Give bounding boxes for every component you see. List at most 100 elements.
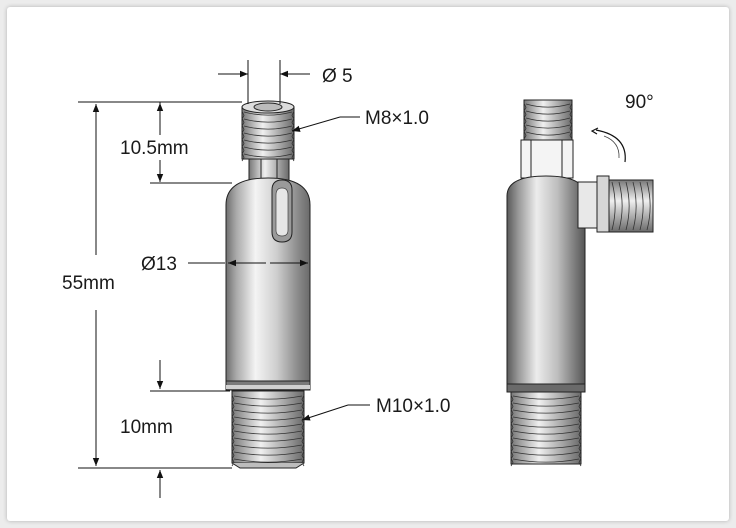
total-length-label: 55mm — [62, 273, 115, 294]
thread-ridge — [233, 409, 303, 414]
thread-tooth — [578, 436, 582, 446]
thread-tooth — [569, 123, 573, 133]
thread-ridge — [233, 430, 303, 435]
thread-ridge — [512, 402, 580, 407]
thread-ridge — [512, 423, 580, 428]
thread-tooth — [231, 415, 235, 425]
thread-tooth — [301, 401, 305, 411]
thread-ridge — [525, 124, 571, 129]
thread-ridge — [512, 430, 580, 435]
thread-tooth — [569, 109, 573, 119]
thread-tooth — [291, 110, 295, 120]
thread-tooth — [510, 415, 514, 425]
main-cylinder — [225, 177, 311, 391]
thread-tooth — [510, 394, 514, 404]
thread-tooth — [510, 429, 514, 439]
thread-tooth — [301, 436, 305, 446]
thread-tooth — [291, 152, 295, 162]
thread-tooth — [578, 408, 582, 418]
thread-tooth — [241, 145, 245, 155]
thread-tooth — [569, 116, 573, 126]
thread-ridge — [512, 451, 580, 456]
thread-ridge — [525, 110, 571, 115]
thread-ridge — [233, 395, 303, 400]
thread-tooth — [231, 436, 235, 446]
side-view-part — [506, 99, 654, 467]
thread-ridge — [646, 181, 651, 231]
body-diameter-label: Ø13 — [141, 254, 177, 275]
thread-ridge — [233, 451, 303, 456]
thread-tooth — [301, 422, 305, 432]
thread-ridge — [233, 402, 303, 407]
bottom-thread-length-label: 10mm — [120, 417, 173, 438]
bore-diameter-label: Ø 5 — [322, 66, 353, 87]
thread-ridge — [512, 416, 580, 421]
thread-tooth — [569, 130, 573, 140]
thread-tooth — [523, 123, 527, 133]
thread-ridge — [233, 444, 303, 449]
thread-ridge — [512, 409, 580, 414]
thread-tooth — [578, 450, 582, 460]
thread-tooth — [523, 109, 527, 119]
thread-tooth — [291, 138, 295, 148]
thread-tooth — [241, 138, 245, 148]
thread-ridge — [611, 181, 616, 231]
thread-tooth — [231, 443, 235, 453]
thread-ridge — [243, 139, 293, 144]
thread-tooth — [231, 401, 235, 411]
thread-ridge — [512, 458, 580, 463]
thread-tooth — [569, 102, 573, 112]
thread-tooth — [523, 116, 527, 126]
thread-tooth — [301, 457, 305, 467]
thread-ridge — [632, 181, 637, 231]
thread-tooth — [578, 401, 582, 411]
thread-tooth — [241, 124, 245, 134]
thread-tooth — [578, 457, 582, 467]
thread-tooth — [578, 394, 582, 404]
thread-ridge — [233, 416, 303, 421]
thread-ridge — [512, 395, 580, 400]
thread-tooth — [510, 436, 514, 446]
top-thread-length-label: 10.5mm — [120, 138, 189, 159]
thread-ridge — [243, 125, 293, 130]
thread-tooth — [231, 408, 235, 418]
thread-tooth — [578, 443, 582, 453]
thread-tooth — [231, 394, 235, 404]
bottom-thread-label: M10×1.0 — [376, 396, 450, 417]
thread-ridge — [618, 181, 623, 231]
thread-ridge — [512, 437, 580, 442]
thread-tooth — [231, 429, 235, 439]
thread-tooth — [510, 401, 514, 411]
thread-ridge — [525, 103, 571, 108]
thread-ridge — [243, 153, 293, 158]
thread-tooth — [231, 450, 235, 460]
thread-tooth — [241, 152, 245, 162]
thread-tooth — [291, 131, 295, 141]
thread-ridge — [243, 146, 293, 151]
thread-tooth — [291, 145, 295, 155]
top-thread-label: M8×1.0 — [365, 108, 429, 129]
rotation-arrow-icon — [590, 127, 626, 163]
front-view-part — [225, 100, 311, 469]
thread-ridge — [625, 181, 630, 231]
thread-ridge — [512, 444, 580, 449]
top-thread-body — [241, 100, 295, 190]
thread-tooth — [523, 102, 527, 112]
thread-tooth — [301, 450, 305, 460]
thread-tooth — [241, 131, 245, 141]
thread-tooth — [231, 457, 235, 467]
thread-ridge — [233, 458, 303, 463]
thread-tooth — [510, 408, 514, 418]
thread-ridge — [639, 181, 644, 231]
thread-tooth — [578, 422, 582, 432]
rotation-angle-label: 90° — [625, 92, 654, 113]
thread-tooth — [301, 443, 305, 453]
bottom-thread-body — [231, 390, 305, 469]
thread-ridge — [233, 437, 303, 442]
thread-ridge — [525, 117, 571, 122]
thread-tooth — [301, 394, 305, 404]
thread-tooth — [510, 450, 514, 460]
thread-tooth — [523, 130, 527, 140]
thread-ridge — [243, 111, 293, 116]
